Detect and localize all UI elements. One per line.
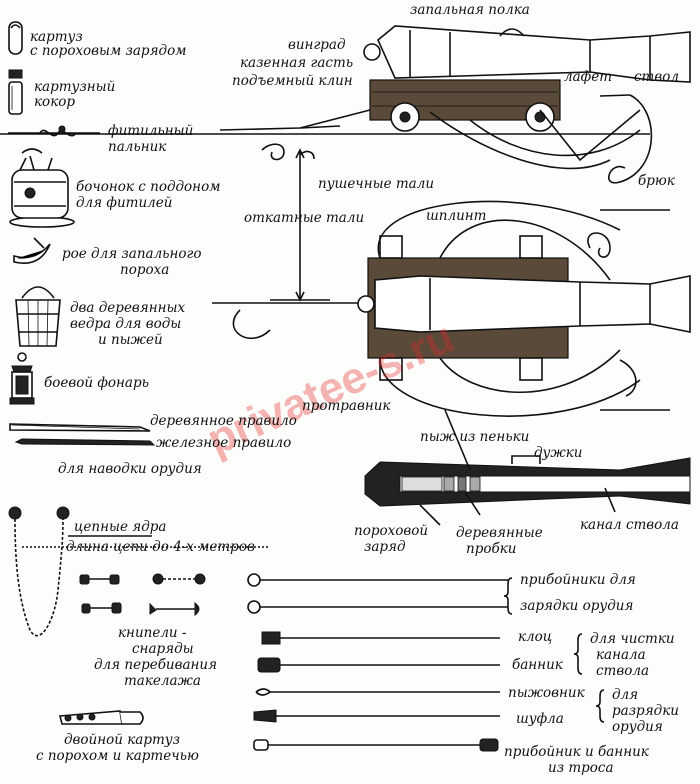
iron-handspike-label: железное правило — [156, 435, 292, 451]
bar-shot-label-3: для перебивания — [94, 657, 218, 673]
wad-hook-label: пыжовник — [508, 685, 585, 701]
linstock-icon — [8, 125, 100, 137]
cleaning-label-1: для чистки — [590, 631, 675, 647]
train-tackles-label: откатные тали — [244, 210, 365, 226]
worm-label: клоц — [518, 629, 553, 645]
cleaning-label-3: ствола — [596, 663, 649, 679]
bar-shot-label-1: книпели - — [118, 625, 187, 641]
for-aiming-label: для наводки орудия — [58, 461, 202, 477]
breeching-label: брюк — [638, 173, 675, 189]
cleaning-label-2: канала — [596, 647, 646, 663]
priming-horn-label-2: пороха — [120, 262, 170, 278]
chain-shot-label: цепные ядра — [74, 519, 167, 535]
rammer-tool-1 — [247, 573, 508, 587]
wooden-plugs-label-1: деревянные — [456, 525, 543, 541]
lantern-icon — [9, 352, 35, 405]
cartridge-case-icon — [8, 69, 23, 115]
bar-shot-label-2: снаряды — [132, 641, 194, 657]
linstock-label-1: фитильный — [108, 123, 194, 139]
sponge-tool — [257, 657, 500, 673]
vent-field-label: запальная полка — [410, 2, 530, 18]
wad-hook-tool — [255, 688, 500, 696]
carriage-label: лафет — [564, 69, 613, 85]
match-tub-label-2: для фитилей — [76, 195, 173, 211]
buckets-label-1: два деревянных — [70, 300, 186, 316]
cascabel-label: винград — [288, 37, 346, 53]
lantern-label: боевой фонарь — [44, 375, 149, 391]
ladle-label: шуфла — [516, 711, 564, 727]
sponge-label: банник — [512, 657, 563, 673]
wooden-plugs-label-2: пробки — [466, 541, 517, 557]
handspikes-icon — [9, 423, 156, 446]
cannon-top-view — [212, 148, 691, 417]
ladle-tool — [253, 709, 500, 723]
powder-charge-label-1: пороховой — [354, 523, 429, 539]
chain-shot-icon — [8, 506, 70, 637]
cartridge-case-label-2: кокор — [34, 94, 76, 110]
match-tub-label-1: бочонок с поддоном — [76, 179, 221, 195]
buckets-label-2: ведра для воды — [70, 316, 182, 332]
double-cartridge-label-1: двойной картуз — [64, 732, 180, 748]
bore-label: канал ствола — [580, 517, 679, 533]
rammer-tool-2 — [247, 600, 508, 614]
linstock-label-2: пальник — [108, 139, 167, 155]
barrel-label: ствол — [634, 69, 679, 85]
rope-rammer-label-1: прибойник и банник — [504, 744, 649, 760]
cartridge-case-label-1: картузный — [34, 79, 116, 95]
oakum-wad-label: пыж из пеньки — [420, 429, 530, 445]
dolphins-label: дужки — [534, 445, 583, 461]
rope-rammer-label-2: из троса — [548, 760, 614, 776]
double-cartridge-label-2: с порохом и картечью — [36, 748, 199, 764]
gun-tackles-label: пушечные тали — [318, 176, 435, 192]
rope-rammer-tool — [253, 738, 499, 752]
bar-shot-label-4: такелажа — [124, 673, 201, 689]
rammers-label-1: прибойники для — [520, 572, 636, 588]
rammers-label-2: зарядки орудия — [520, 598, 634, 614]
pin-label: шплинт — [426, 208, 487, 224]
quoin-label: подъемный клин — [232, 73, 353, 89]
double-cartridge-icon — [58, 710, 144, 725]
breech-nut-label: казенная гасть — [240, 55, 354, 71]
bore-section-view — [364, 409, 691, 526]
unloading-label-3: орудия — [612, 719, 663, 735]
powder-charge-label-2: заряд — [364, 539, 406, 555]
buckets-icon — [15, 286, 61, 347]
vent-pricker-label: протравник — [302, 398, 391, 414]
bar-shot-icon — [79, 573, 206, 617]
powder-cartridge-label-1: картуз — [30, 29, 83, 45]
wooden-handspike-label: деревянное правило — [150, 413, 297, 429]
cannon-side-view — [0, 25, 691, 184]
unloading-label-2: разрядки — [612, 703, 679, 719]
unloading-label-1: для — [612, 687, 639, 703]
worm-tool — [261, 631, 500, 645]
match-tub-icon — [9, 148, 75, 228]
powder-cartridge-icon — [8, 21, 23, 55]
buckets-label-3: и пыжей — [98, 332, 163, 348]
powder-cartridge-label-2: с пороховым зарядом — [30, 43, 187, 59]
chain-length-label: длина цепи до 4-х метров — [66, 539, 255, 555]
priming-horn-icon — [13, 237, 51, 264]
priming-horn-label-1: рое для запального — [62, 246, 202, 262]
